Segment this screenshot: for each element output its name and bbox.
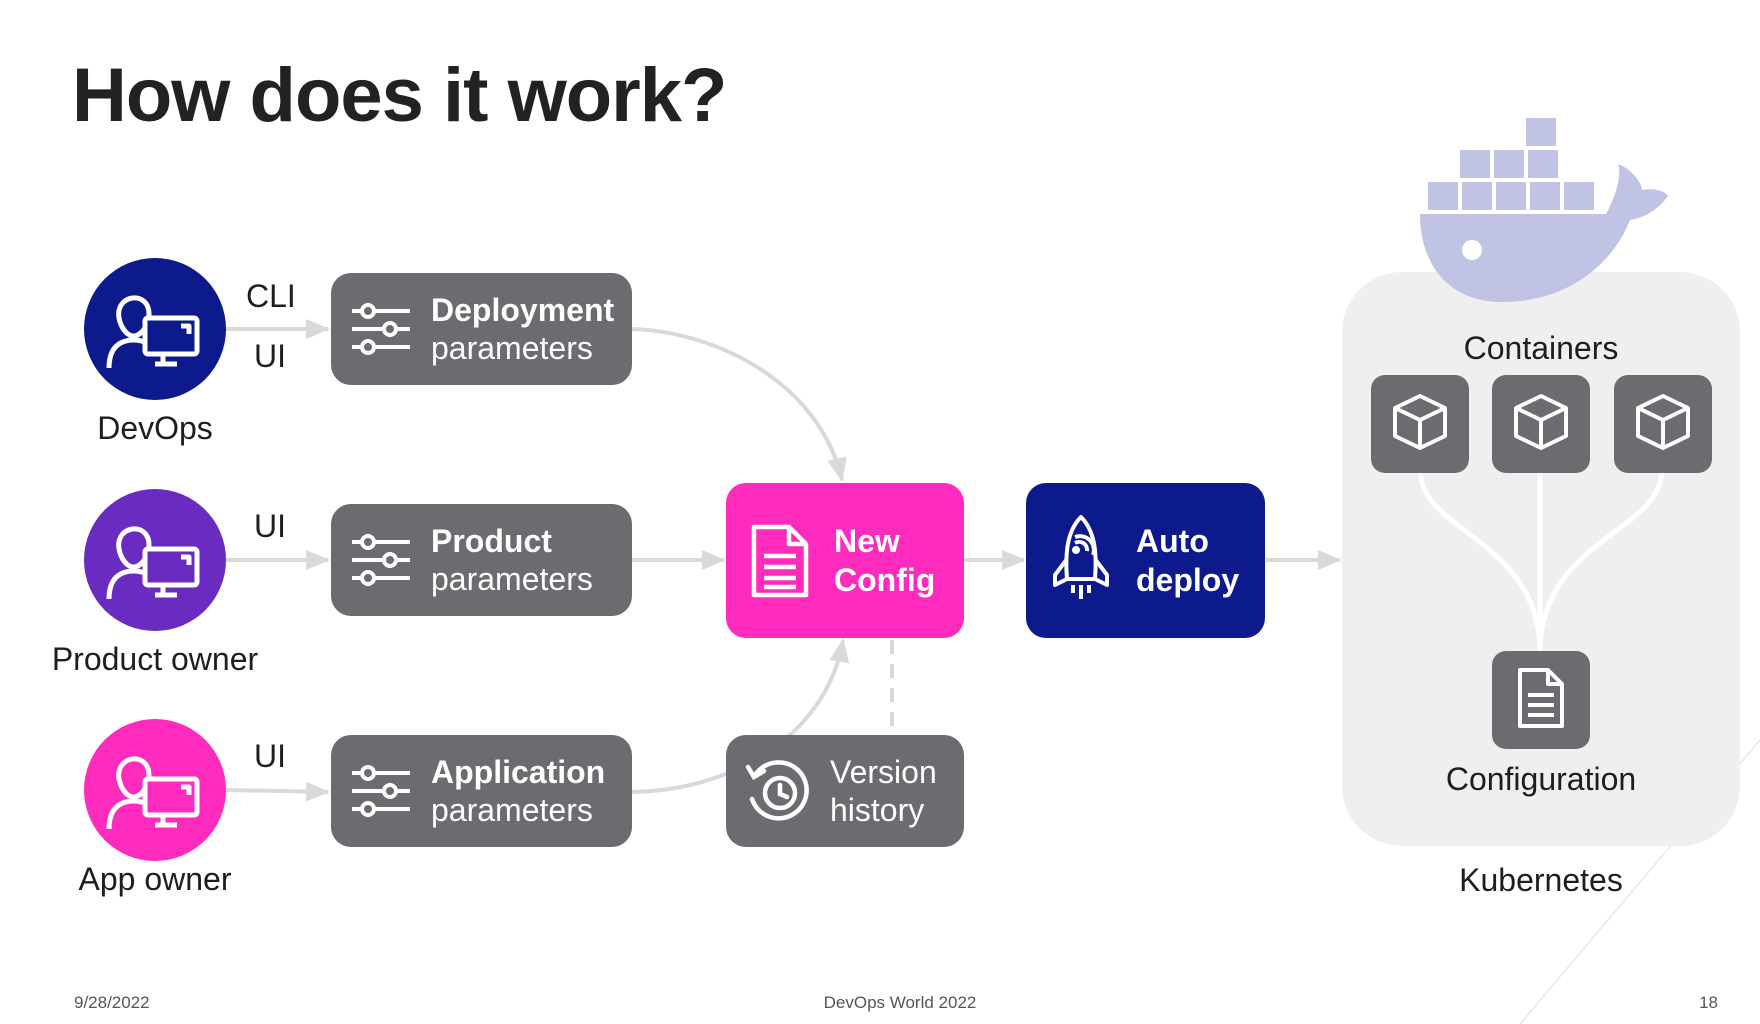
- footer-page-number: 18: [1699, 993, 1718, 1012]
- whale-icon: [1416, 116, 1670, 309]
- container-box: [1614, 375, 1712, 473]
- arrow-app-owner-to-application: [225, 781, 330, 802]
- application-subtitle: parameters: [431, 792, 593, 828]
- channel-cli-label: CLI: [246, 278, 296, 314]
- footer-event: DevOps World 2022: [823, 993, 977, 1012]
- product-owner-avatar: [84, 489, 226, 631]
- product-parameters-box: Product parameters: [331, 504, 632, 616]
- devops-avatar: [84, 258, 226, 400]
- cube-icon: [1511, 392, 1571, 457]
- sliders-icon: [331, 765, 431, 817]
- document-icon: [726, 524, 834, 598]
- containers-label: Containers: [1463, 330, 1619, 366]
- slide-title: How does it work?: [72, 53, 727, 138]
- person-computer-icon: [105, 284, 205, 375]
- kubernetes-label: Kubernetes: [1459, 862, 1623, 898]
- footer-date: 9/28/2022: [74, 993, 150, 1012]
- channel-ui-label: UI: [254, 508, 286, 544]
- cube-icon: [1390, 392, 1450, 457]
- container-links: [1417, 469, 1665, 653]
- version-history-line2: history: [830, 792, 925, 828]
- configuration-box: [1492, 651, 1590, 749]
- app-owner-avatar: [84, 719, 226, 861]
- sliders-icon: [331, 534, 431, 586]
- new-config-box: New Config: [726, 483, 964, 638]
- channel-ui-label: UI: [254, 338, 286, 374]
- auto-deploy-line1: Auto: [1136, 523, 1209, 560]
- new-config-line1: New: [834, 523, 900, 560]
- auto-deploy-line2: deploy: [1136, 561, 1240, 598]
- arrow-deployment-to-new-config: [631, 327, 847, 482]
- product-owner-label: Product owner: [51, 641, 259, 677]
- channel-ui-label: UI: [254, 738, 286, 774]
- version-history-box: Version history: [726, 735, 964, 847]
- app-owner-label: App owner: [78, 861, 232, 897]
- cube-icon: [1633, 392, 1693, 457]
- product-title: Product: [431, 522, 552, 559]
- person-computer-icon: [105, 745, 205, 836]
- application-parameters-box: Application parameters: [331, 735, 632, 847]
- person-computer-icon: [105, 515, 205, 606]
- deployment-title: Deployment: [431, 291, 615, 328]
- version-history-line1: Version: [830, 753, 937, 790]
- configuration-label: Configuration: [1445, 761, 1637, 797]
- devops-label: DevOps: [97, 410, 213, 446]
- application-title: Application: [431, 753, 606, 790]
- container-box: [1492, 375, 1590, 473]
- rocket-icon: [1026, 513, 1136, 609]
- history-icon: [726, 757, 830, 825]
- container-box: [1371, 375, 1469, 473]
- document-icon: [1517, 667, 1565, 734]
- deployment-parameters-box: Deployment parameters: [331, 273, 632, 385]
- auto-deploy-box: Auto deploy: [1026, 483, 1265, 638]
- new-config-line2: Config: [834, 561, 936, 598]
- product-subtitle: parameters: [431, 561, 593, 597]
- sliders-icon: [331, 303, 431, 355]
- deployment-subtitle: parameters: [431, 330, 593, 366]
